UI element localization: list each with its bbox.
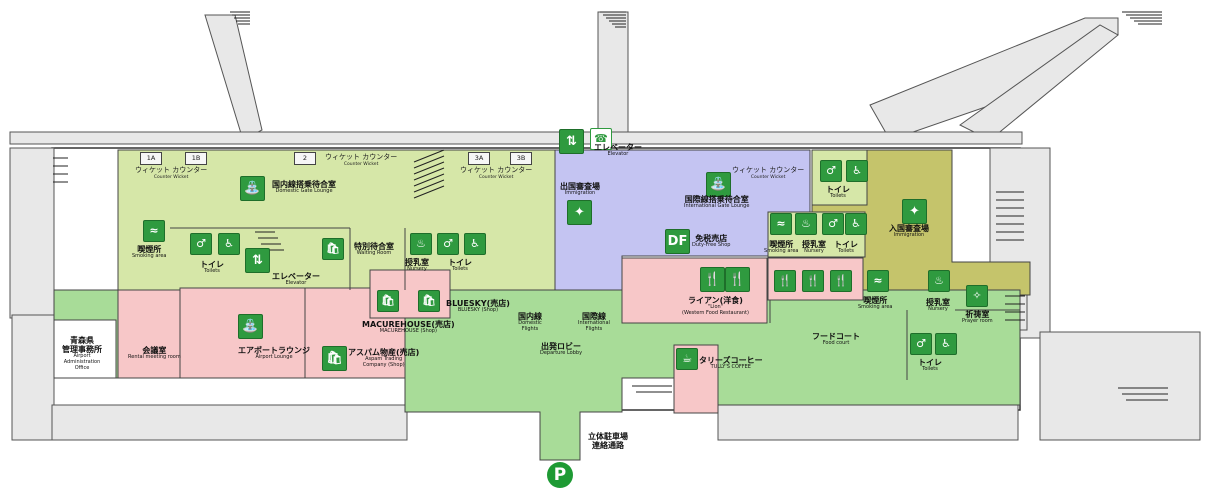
gate-1b: 1B [185, 152, 207, 165]
gate-2: 2 [294, 152, 316, 165]
elevator-icon: ⇅ [559, 129, 584, 154]
nursery-icon-1: ♨ [795, 213, 817, 235]
smoking-icon-1: ≈ [770, 213, 792, 235]
meeting-room [117, 289, 181, 379]
toilet-man-icon-2: ♂ [822, 213, 844, 235]
wheelchair-icon-3: ♿ [218, 233, 240, 255]
elevator-icon-2: ⇅ [245, 248, 270, 273]
macure-label: MACUREHOUSE(売店)MACUREHOUSE (Shop) [362, 320, 455, 335]
restaurant-icon-3: 🍴 [774, 270, 796, 292]
toilet-man-icon-3: ♂ [190, 233, 212, 255]
gate-3b: 3B [510, 152, 532, 165]
bluesky-label: BLUESKY(売店)BLUESKY (Shop) [446, 299, 510, 314]
shop-icon-1: 🛍 [322, 238, 344, 260]
nursery-icon-3: ♨ [928, 270, 950, 292]
restaurant-icon-2: 🍴 [725, 267, 750, 292]
lion-label: ライアン(洋食)"Lion"(Western Food Restaurant) [682, 296, 749, 316]
wheelchair-icon-2: ♿ [845, 213, 867, 235]
immigration-officer-icon: ✦ [567, 200, 592, 225]
admin-office [53, 319, 117, 379]
smoking-icon-2: ≈ [143, 220, 165, 242]
parking-connector-label: 立体駐車場連絡通路 [588, 432, 628, 451]
nursery-icon-2: ♨ [410, 233, 432, 255]
dutyfree-icon: DF [665, 229, 690, 254]
restaurant-icon-5: 🍴 [830, 270, 852, 292]
restaurant-icon-1: 🍴 [700, 267, 725, 292]
shop-icon-3: 🛍 [418, 290, 440, 312]
phone-icon: ☎ [590, 128, 612, 150]
lounge-drink-icon: ⛲ [240, 176, 265, 201]
roof-edge [9, 131, 1023, 145]
toilet-man-icon-5: ♂ [910, 333, 932, 355]
south-west-apron [51, 404, 408, 441]
gate-1a: 1A [140, 152, 162, 165]
shop-icon-4: 🛍 [322, 346, 347, 371]
west-wing [9, 147, 55, 319]
coffee-icon: ☕ [676, 348, 698, 370]
lounge-icon: ⛲ [238, 314, 263, 339]
shop-icon-2: 🛍 [377, 290, 399, 312]
wheelchair-icon-1: ♿ [846, 160, 868, 182]
restaurant-icon-4: 🍴 [802, 270, 824, 292]
toilet-man-icon-1: ♂ [820, 160, 842, 182]
wheelchair-icon-4: ♿ [464, 233, 486, 255]
immigration-in-icon: ✦ [902, 199, 927, 224]
boarding-bridges [204, 11, 1119, 141]
stairs [53, 11, 1168, 401]
toilet-man-icon-4: ♂ [437, 233, 459, 255]
intl-drink-icon: ⛲ [706, 172, 731, 197]
wheelchair-icon-5: ♿ [935, 333, 957, 355]
gate-3a: 3A [468, 152, 490, 165]
smoking-icon-3: ≈ [867, 270, 889, 292]
east-block [1039, 331, 1201, 441]
parking-icon: P [547, 462, 573, 488]
prayer-icon: ✧ [966, 285, 988, 307]
southwest-block [11, 314, 55, 441]
